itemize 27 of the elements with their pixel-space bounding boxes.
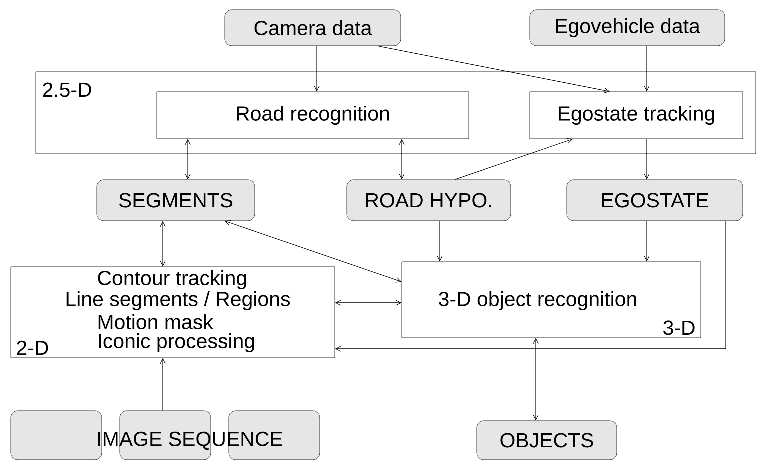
arrow	[454, 138, 573, 180]
arrow	[644, 220, 650, 262]
arrow	[160, 358, 166, 412]
rounded-box: ROAD HYPO.	[346, 180, 512, 222]
arrow	[644, 138, 650, 180]
arrow	[225, 220, 402, 283]
arrow	[160, 221, 166, 267]
rounded-box: EGOSTATE	[566, 180, 744, 222]
arrow	[335, 220, 726, 352]
arrow	[533, 338, 539, 421]
rounded-box: Camera data	[224, 10, 402, 46]
process-box: Contour tracking Line segments / Regions Motion mask 2-D Iconic processing	[10, 266, 336, 358]
process-box: 3-D object recognition 3-D	[402, 262, 702, 338]
rounded-box: IMAGE SEQUENCE	[98, 410, 283, 460]
process-box: Egostate tracking	[530, 92, 744, 140]
arrow	[335, 300, 402, 306]
rounded-box: Egovehicle data	[530, 10, 726, 46]
rounded-box: OBJECTS	[476, 420, 618, 460]
arrow	[437, 220, 443, 262]
process-box: Road recognition	[156, 92, 470, 140]
arrow	[644, 46, 650, 92]
node-label: IMAGE SEQUENCE	[98, 432, 283, 450]
arrow	[185, 139, 191, 180]
arrow	[314, 46, 320, 92]
arrow	[378, 46, 610, 94]
rounded-box: SEGMENTS	[96, 180, 256, 222]
arrow	[399, 139, 405, 180]
